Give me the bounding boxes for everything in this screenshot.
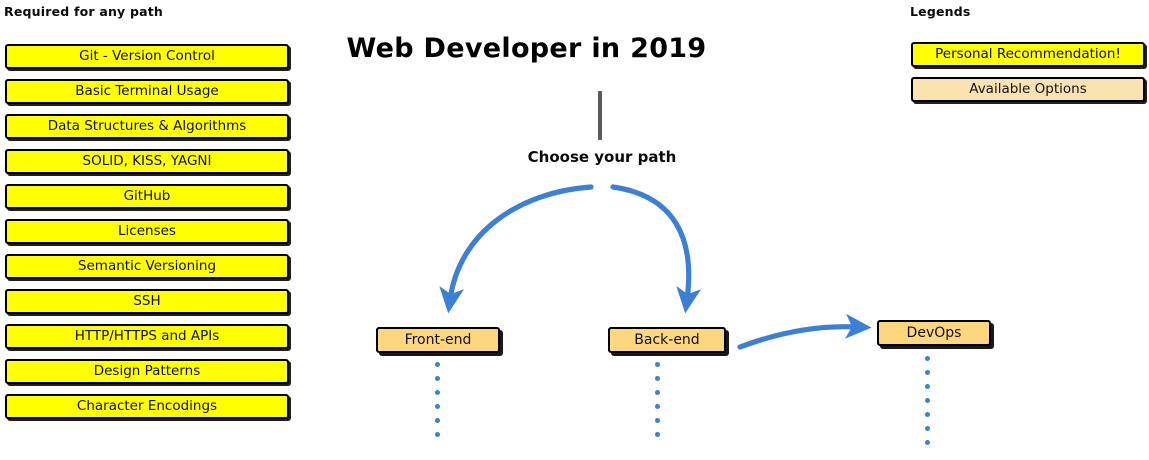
page-title: Web Developer in 2019 bbox=[0, 33, 1149, 64]
required-skill-box[interactable]: Design Patterns bbox=[5, 359, 289, 384]
required-skill-box[interactable]: Character Encodings bbox=[5, 394, 289, 419]
path-box-back-end[interactable]: Back-end bbox=[608, 327, 726, 353]
required-skill-box[interactable]: Basic Terminal Usage bbox=[5, 79, 289, 104]
dot-trail-front-end bbox=[435, 362, 440, 446]
path-continuation-dot bbox=[925, 440, 930, 445]
path-continuation-dot bbox=[925, 356, 930, 361]
required-skill-box[interactable]: GitHub bbox=[5, 184, 289, 209]
path-box-back-end-label: Back-end bbox=[634, 332, 700, 348]
flow-stem-line bbox=[598, 91, 602, 140]
required-skill-label: Data Structures & Algorithms bbox=[47, 117, 247, 134]
required-skill-box[interactable]: SSH bbox=[5, 289, 289, 314]
dot-trail-devops bbox=[925, 356, 930, 454]
required-skill-label: SOLID, KISS, YAGNI bbox=[82, 152, 212, 169]
required-section-heading: Required for any path bbox=[4, 4, 164, 19]
required-skill-box[interactable]: HTTP/HTTPS and APIs bbox=[5, 324, 289, 349]
legend-list: Personal Recommendation! Available Option… bbox=[911, 42, 1145, 112]
path-continuation-dot bbox=[435, 432, 440, 437]
required-skill-box[interactable]: Data Structures & Algorithms bbox=[5, 114, 289, 139]
path-continuation-dot bbox=[925, 370, 930, 375]
path-continuation-dot bbox=[435, 404, 440, 409]
path-continuation-dot bbox=[435, 418, 440, 423]
path-continuation-dot bbox=[655, 390, 660, 395]
required-skill-box[interactable]: Licenses bbox=[5, 219, 289, 244]
required-skill-label: SSH bbox=[133, 292, 161, 309]
path-continuation-dot bbox=[925, 412, 930, 417]
legend-box-label: Available Options bbox=[969, 80, 1087, 97]
path-continuation-dot bbox=[655, 404, 660, 409]
legend-box: Available Options bbox=[911, 77, 1145, 102]
path-box-front-end[interactable]: Front-end bbox=[376, 327, 500, 353]
legends-section-heading: Legends bbox=[910, 4, 971, 19]
path-continuation-dot bbox=[435, 390, 440, 395]
legend-box: Personal Recommendation! bbox=[911, 42, 1145, 67]
path-continuation-dot bbox=[655, 376, 660, 381]
arrow-backend-to-devops bbox=[737, 313, 872, 350]
path-continuation-dot bbox=[925, 384, 930, 389]
required-skill-box[interactable]: Git - Version Control bbox=[5, 44, 289, 69]
required-skill-label: Character Encodings bbox=[76, 397, 218, 414]
path-continuation-dot bbox=[655, 362, 660, 367]
page-title-text: Web Developer in 2019 bbox=[346, 33, 707, 64]
dot-trail-back-end bbox=[655, 362, 660, 446]
path-box-devops-label: DevOps bbox=[906, 325, 962, 341]
required-skill-label: Basic Terminal Usage bbox=[75, 82, 219, 99]
path-continuation-dot bbox=[925, 426, 930, 431]
choose-your-path-label: Choose your path bbox=[527, 148, 677, 166]
path-continuation-dot bbox=[655, 432, 660, 437]
arrow-to-frontend bbox=[439, 184, 594, 314]
required-skill-label: Licenses bbox=[118, 222, 176, 239]
required-skill-label: GitHub bbox=[123, 187, 171, 204]
required-skill-box[interactable]: Semantic Versioning bbox=[5, 254, 289, 279]
path-continuation-dot bbox=[655, 418, 660, 423]
required-skill-label: Semantic Versioning bbox=[77, 257, 217, 274]
arrow-to-backend bbox=[610, 184, 702, 314]
required-skill-label: Design Patterns bbox=[93, 362, 201, 379]
required-skill-label: Git - Version Control bbox=[79, 47, 215, 64]
path-continuation-dot bbox=[435, 362, 440, 367]
path-continuation-dot bbox=[925, 398, 930, 403]
path-continuation-dot bbox=[435, 376, 440, 381]
required-skill-label: HTTP/HTTPS and APIs bbox=[74, 327, 220, 344]
legend-box-label: Personal Recommendation! bbox=[935, 45, 1121, 62]
path-box-front-end-label: Front-end bbox=[404, 332, 472, 348]
required-skill-box[interactable]: SOLID, KISS, YAGNI bbox=[5, 149, 289, 174]
path-box-devops[interactable]: DevOps bbox=[877, 320, 991, 346]
